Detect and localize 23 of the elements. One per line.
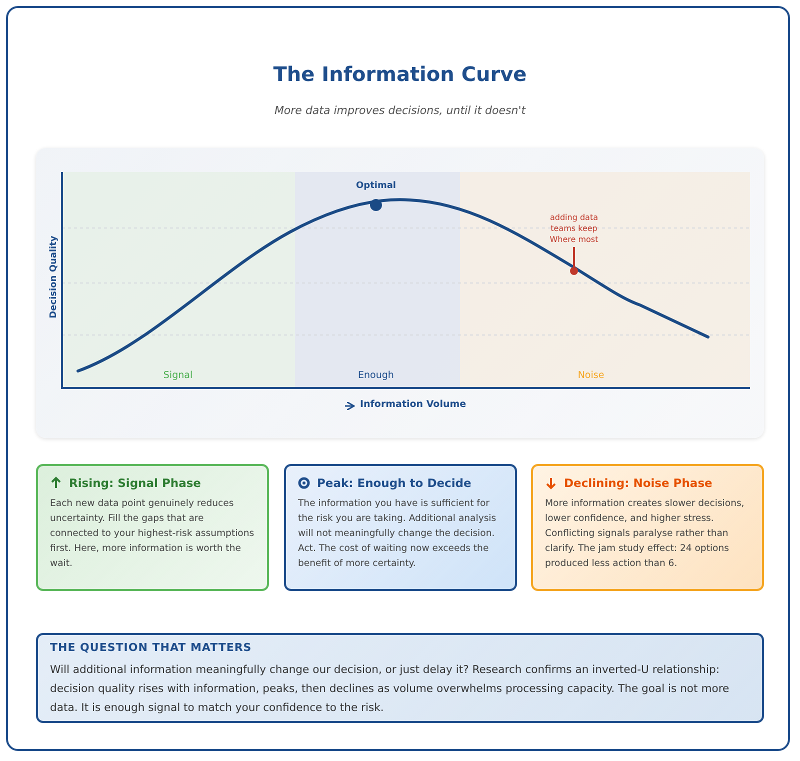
card-text: Each new data point genuinely reduces uncertainty. Fill the gaps that are connected to your highest-risk assumptions first. Here, more information is worth the wait.	[50, 497, 255, 571]
card-heading: Rising: Signal Phase	[69, 476, 201, 490]
zone-label: Noise	[576, 370, 606, 381]
card-text: More information creates slower decisions, lower confidence, and higher stress. Conflicting signals paralyse rather than clarify. The jam study effect: 24 options produced less action than 6.	[545, 497, 746, 571]
phase-card	[36, 464, 269, 591]
card-heading: Peak: Enough to Decide	[317, 476, 472, 490]
subtitle: More data improves decisions, until it doesn't	[273, 104, 527, 117]
marker-dot	[570, 267, 578, 275]
card-heading: Declining: Noise Phase	[564, 476, 712, 490]
zone-label: Enough	[357, 370, 395, 381]
card-text: The information you have is sufficient for the risk you are taking. Additional analysis will not meaningfully change the decision. Act. The cost of waiting now exceeds the benefit of more certainty.	[298, 497, 498, 571]
title: The Information Curve	[272, 62, 528, 86]
phase-card	[531, 464, 764, 591]
axis-title: Information Volume	[360, 399, 468, 410]
annotation-text: adding data teams keep Where most	[539, 212, 609, 245]
leader-line	[573, 247, 575, 267]
axis-title: Decision Quality	[49, 234, 59, 320]
phase-card	[284, 464, 517, 591]
question-panel	[36, 633, 764, 723]
point-label: Optimal	[354, 181, 398, 191]
panel-text: Will additional information meaningfully change our decision, or just delay it? Research confirms an inverted-U relationship: decision quality rises with information, peaks, then declines as volume overwhelms processing capacity. The goal is not more data. It is enough signal to match your confidence to the risk.	[50, 662, 730, 716]
panel-heading: THE QUESTION THAT MATTERS	[50, 641, 252, 654]
zone-label: Signal	[162, 370, 194, 381]
